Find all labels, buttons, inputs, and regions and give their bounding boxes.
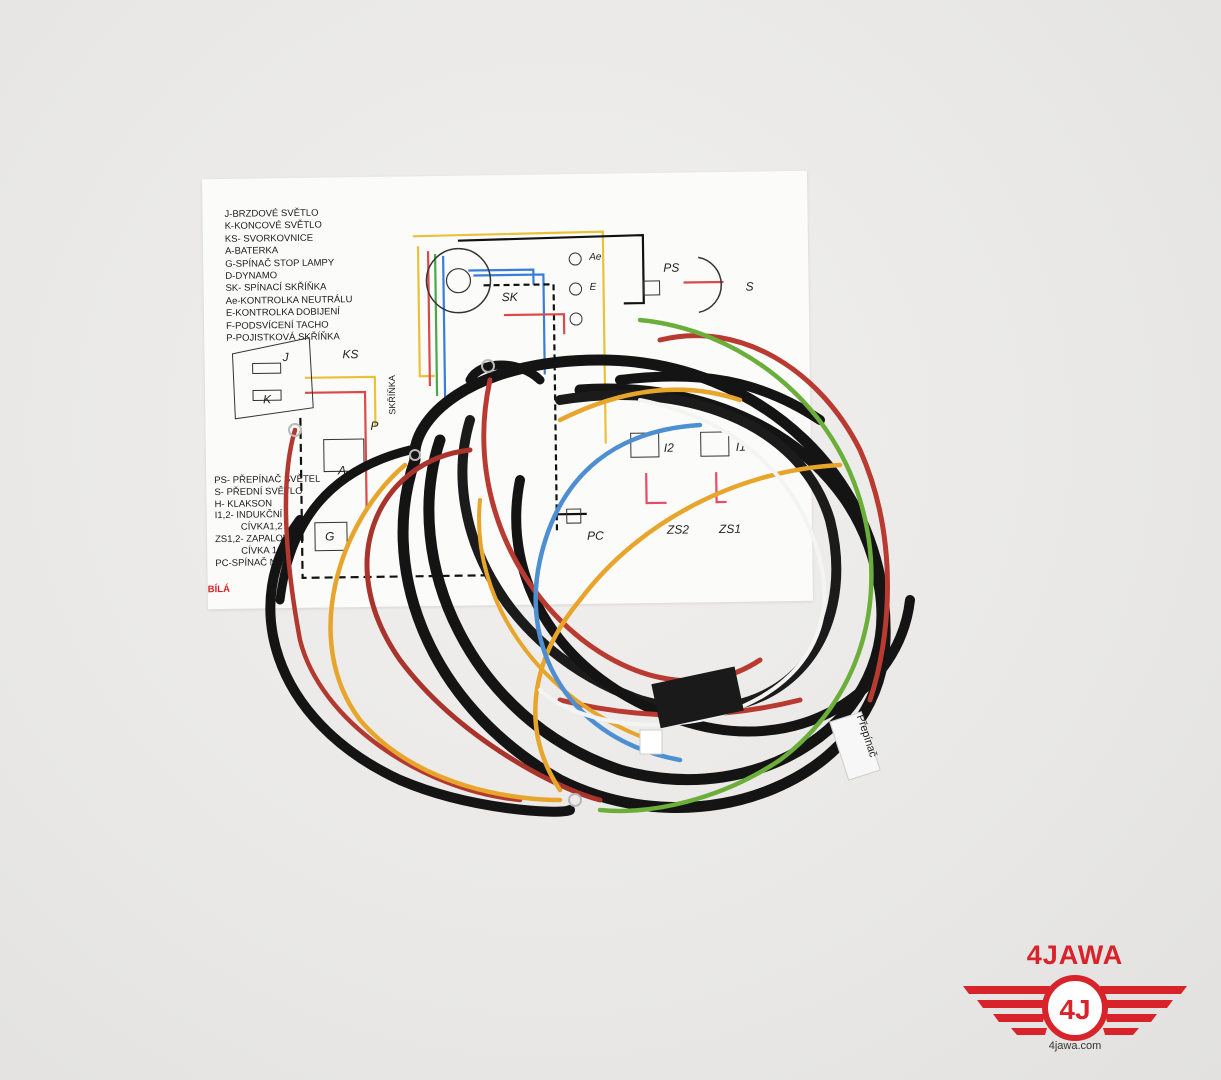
brand-website: 4jawa.com bbox=[1048, 1040, 1102, 1052]
black-cable bbox=[457, 390, 842, 714]
green-wire bbox=[597, 317, 874, 814]
white-wire bbox=[538, 398, 827, 727]
diagram-schematic bbox=[231, 230, 730, 579]
black-cable bbox=[275, 445, 415, 605]
brand-name: 4JAWA bbox=[1026, 940, 1124, 970]
brand-logo: 4JAWA 4J 4jawa.com bbox=[955, 940, 1195, 1060]
black-cable bbox=[615, 371, 825, 425]
black-cable bbox=[465, 360, 545, 385]
yellow-wire bbox=[557, 387, 743, 423]
red-wire bbox=[481, 377, 763, 684]
red-wire bbox=[364, 447, 603, 803]
yellow-wire bbox=[533, 462, 843, 793]
red-wire bbox=[283, 427, 523, 803]
winged-emblem-icon: 4J bbox=[963, 975, 1187, 1041]
black-cable bbox=[423, 383, 888, 785]
emblem-text: 4J bbox=[1059, 994, 1090, 1025]
black-cable bbox=[265, 515, 575, 817]
red-wire bbox=[657, 333, 890, 703]
yellow-wire bbox=[328, 462, 563, 803]
blue-wire bbox=[533, 422, 703, 763]
